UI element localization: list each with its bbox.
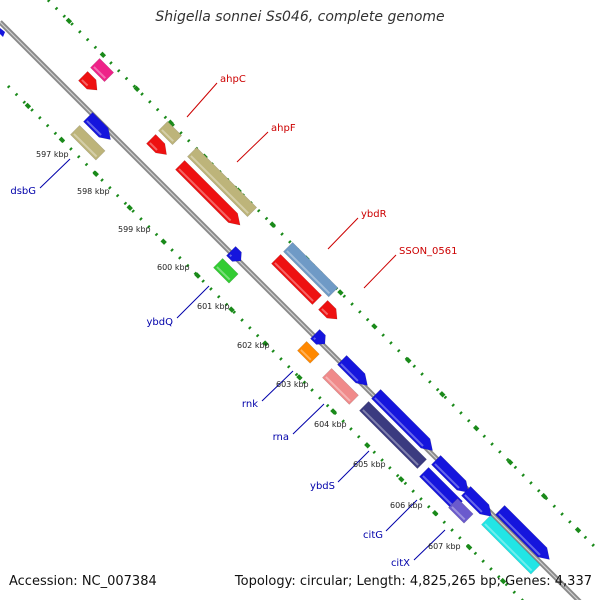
gene-feature-ahpC-red-1 xyxy=(77,70,98,91)
callout-citX xyxy=(413,529,446,561)
gene-feature-magenta-0 xyxy=(89,57,115,83)
callout-ahpF xyxy=(236,131,269,163)
gene-feature-highlight-17 xyxy=(362,409,419,466)
gene-label-citG: citG xyxy=(363,530,383,541)
gene-feature-highlight-9 xyxy=(73,133,98,158)
gene-feature-navy-ybdS-17 xyxy=(358,400,428,470)
gene-feature-highlight-18 xyxy=(374,397,424,447)
gene-feature-highlight-23 xyxy=(484,523,533,572)
gene-label-rnk: rnk xyxy=(242,399,258,410)
gene-feature-ybdR-steel-6 xyxy=(282,241,339,298)
gene-feature-highlight-14 xyxy=(300,349,312,361)
gene-feature-highlight-10 xyxy=(86,120,102,136)
kbp-label-604: 604 kbp xyxy=(314,420,347,429)
kbp-label-600: 600 kbp xyxy=(157,263,190,272)
gene-feature-dsbG-olive-9 xyxy=(69,124,106,161)
edge-feature-fragment xyxy=(0,28,5,37)
topology-text: Topology: circular; Length: 4,825,265 bp… xyxy=(234,574,592,589)
gene-feature-highlight-15 xyxy=(340,363,359,382)
kbp-label-599: 599 kbp xyxy=(118,225,151,234)
gene-label-ahpF: ahpF xyxy=(271,123,296,134)
callout-citG xyxy=(385,499,418,532)
callout-SSON_0561 xyxy=(363,254,397,289)
gene-feature-highlight-13 xyxy=(313,337,317,340)
gene-feature-ahpF-olive-4 xyxy=(186,146,258,218)
gene-feature-highlight-4 xyxy=(190,155,249,214)
gene-feature-highlight-7 xyxy=(274,262,314,302)
gene-feature-highlight-22 xyxy=(464,494,483,513)
gene-feature-blue-606-19 xyxy=(430,454,469,493)
callout-ybdR xyxy=(327,217,359,250)
callout-rnk xyxy=(261,370,294,402)
kbp-label-597: 597 kbp xyxy=(36,150,69,159)
gene-feature-highlight-20 xyxy=(422,475,455,508)
callout-ahpC xyxy=(186,82,218,118)
gene-feature-blue-604-18 xyxy=(370,388,433,451)
callout-dsbG xyxy=(39,158,71,189)
gene-feature-highlight-16 xyxy=(325,376,351,402)
gene-feature-green-ybdQ-12 xyxy=(212,257,239,284)
gene-feature-highlight-6 xyxy=(286,250,331,294)
callout-lines xyxy=(39,82,446,561)
gene-feature-highlight-2 xyxy=(161,129,174,142)
gene-label-ybdS: ybdS xyxy=(310,481,335,492)
gene-feature-red-SSON-2-8 xyxy=(317,299,338,320)
accession-text: Accession: NC_007384 xyxy=(9,574,157,589)
kbp-label-607: 607 kbp xyxy=(428,542,461,551)
gene-label-ahpC: ahpC xyxy=(220,74,246,85)
gene-feature-highlight-3 xyxy=(149,142,158,151)
gene-feature-red-SSON-7 xyxy=(270,253,323,306)
gene-label-SSON_0561: SSON_0561 xyxy=(399,246,458,257)
outer-tick-track-major xyxy=(51,3,600,554)
gene-label-citX: citX xyxy=(391,558,410,569)
tick-tracks xyxy=(6,0,600,600)
outer-tick-track xyxy=(46,0,600,554)
gene-feature-blue-606b-20 xyxy=(418,466,463,511)
gene-feature-highlight-8 xyxy=(321,308,329,316)
kbp-label-598: 598 kbp xyxy=(77,187,110,196)
gene-feature-highlight-24 xyxy=(498,513,541,556)
kbp-label-602: 602 kbp xyxy=(237,341,270,350)
gene-feature-highlight-11 xyxy=(229,254,233,257)
gene-feature-blue-602-13 xyxy=(309,328,326,345)
gene-feature-highlight-21 xyxy=(451,506,466,521)
gene-feature-highlight-0 xyxy=(93,66,106,79)
gene-feature-highlight-1 xyxy=(81,79,89,87)
kbp-label-601: 601 kbp xyxy=(197,302,230,311)
gene-feature-dsbG-blue-10 xyxy=(82,111,111,140)
callout-ybdQ xyxy=(176,285,210,319)
kbp-labels: 597 kbp 598 kbp 599 kbp 600 kbp 601 kbp … xyxy=(36,150,461,551)
gene-feature-blue-603-15 xyxy=(336,354,368,386)
gene-feature-highlight-12 xyxy=(216,266,231,281)
gene-feature-cyan-citX-23 xyxy=(480,514,541,575)
kbp-label-605: 605 kbp xyxy=(353,460,386,469)
gene-feature-blue-600-11 xyxy=(225,245,242,262)
gene-feature-olive-1-2 xyxy=(157,120,183,146)
gene-feature-ahpF-red-3 xyxy=(145,133,167,155)
callout-ybdS xyxy=(337,450,370,483)
kbp-label-603: 603 kbp xyxy=(276,380,309,389)
kbp-label-606: 606 kbp xyxy=(390,501,423,510)
callout-rna xyxy=(292,403,325,435)
gene-label-dsbG: dsbG xyxy=(10,186,36,197)
gene-feature-highlight-19 xyxy=(434,463,460,489)
gene-labels: ahpC ahpF ybdR SSON_0561 dsbG ybdQ rnk r… xyxy=(10,74,457,569)
gene-feature-highlight-5 xyxy=(178,168,232,222)
gene-label-ybdR: ybdR xyxy=(361,209,387,220)
gene-feature-pink-rna-16 xyxy=(321,367,359,405)
gene-feature-blue-607-24 xyxy=(494,504,550,560)
inner-tick-track-major xyxy=(10,88,525,600)
gene-label-rna: rna xyxy=(273,432,289,443)
gene-label-ybdQ: ybdQ xyxy=(147,317,174,328)
gene-feature-orange-rnk-14 xyxy=(296,340,320,364)
gene-feature-purple-citG-21 xyxy=(447,497,474,524)
gene-feature-blue-607-22 xyxy=(460,485,492,517)
gene-features xyxy=(69,57,550,575)
map-title: Shigella sonnei Ss046, complete genome xyxy=(155,9,445,25)
gene-feature-ahpF-red-5 xyxy=(174,159,241,226)
